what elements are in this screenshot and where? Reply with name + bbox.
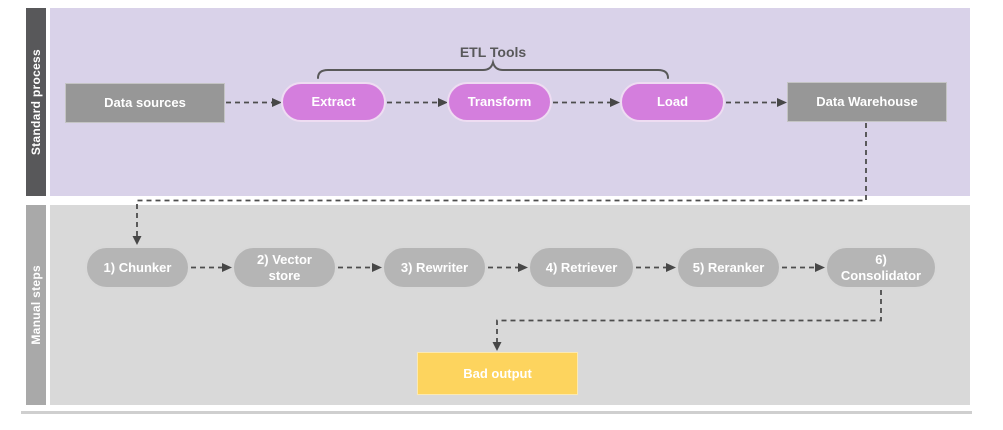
lane-header-manual-steps: Manual steps	[26, 205, 46, 405]
node-transform-label: Transform	[467, 94, 532, 109]
node-bad-output: Bad output	[417, 352, 578, 395]
node-extract-label: Extract	[311, 94, 356, 109]
lane-label-standard-process: Standard process	[29, 48, 43, 156]
node-rewriter-label: 3) Rewriter	[400, 259, 469, 275]
node-consolidator-label: 6) Consolidator	[840, 251, 922, 283]
node-consolidator: 6) Consolidator	[825, 246, 937, 289]
node-chunker-label: 1) Chunker	[103, 259, 172, 275]
node-load: Load	[620, 82, 725, 122]
node-reranker-label: 5) Reranker	[692, 259, 765, 275]
node-data-sources-label: Data sources	[104, 95, 186, 110]
etl-tools-label: ETL Tools	[459, 44, 527, 60]
node-chunker: 1) Chunker	[85, 246, 190, 289]
node-data-warehouse: Data Warehouse	[787, 82, 947, 122]
lane-label-manual-steps: Manual steps	[29, 265, 43, 345]
node-vector-store: 2) Vector store	[232, 246, 337, 289]
node-retriever-label: 4) Retriever	[545, 259, 618, 275]
node-extract: Extract	[281, 82, 386, 122]
node-vector-store-label: 2) Vector store	[257, 251, 312, 283]
node-rewriter: 3) Rewriter	[382, 246, 487, 289]
node-load-label: Load	[656, 94, 689, 109]
node-reranker: 5) Reranker	[676, 246, 781, 289]
node-retriever: 4) Retriever	[528, 246, 635, 289]
node-bad-output-label: Bad output	[463, 365, 532, 381]
node-transform: Transform	[447, 82, 552, 122]
bottom-divider	[21, 411, 972, 414]
lane-header-standard-process: Standard process	[26, 8, 46, 196]
node-data-sources: Data sources	[65, 83, 225, 123]
node-data-warehouse-label: Data Warehouse	[816, 94, 918, 109]
